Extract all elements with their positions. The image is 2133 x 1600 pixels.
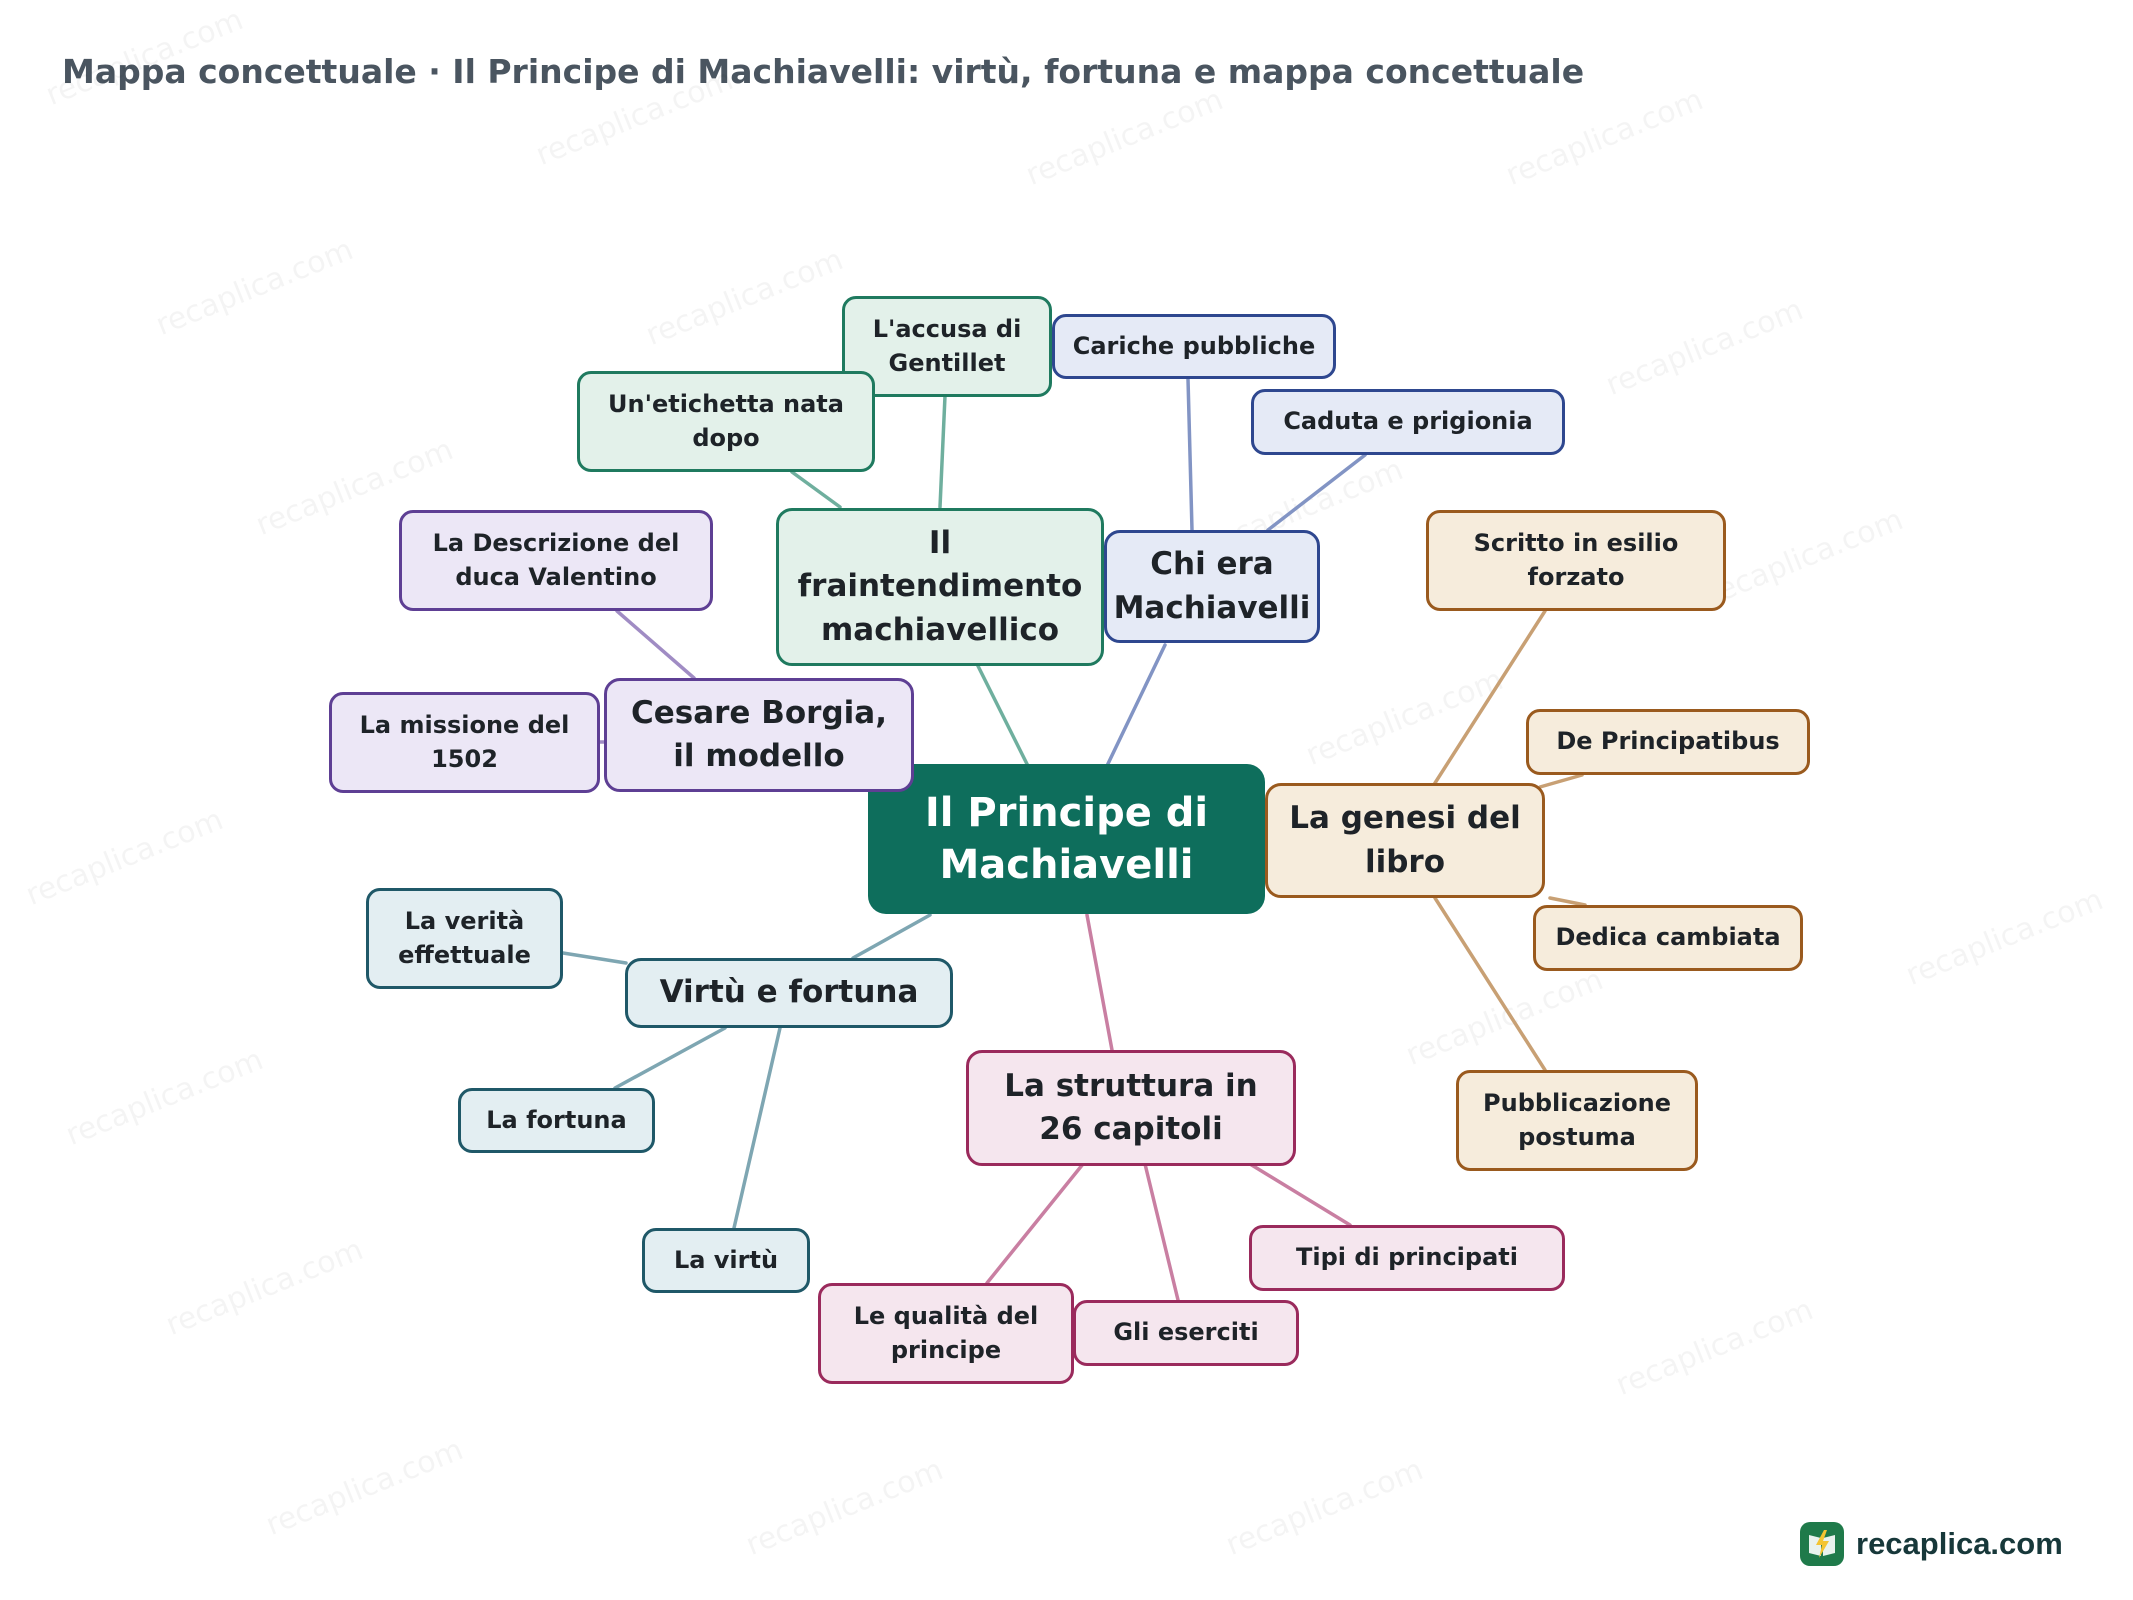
- branch-cesare-borgia: Cesare Borgia, il modello: [604, 678, 914, 792]
- leaf-accusa-gentillet: L'accusa di Gentillet: [842, 296, 1052, 397]
- link-root-chi-era: [1103, 643, 1167, 772]
- link-struttura-qualita: [985, 1162, 1085, 1285]
- link-chi-era-cariche: [1186, 377, 1194, 532]
- leaf-de-principatibus: De Principatibus: [1526, 709, 1810, 775]
- link-struttura-tipi: [1248, 1162, 1352, 1227]
- page-title: Mappa concettuale · Il Principe di Machi…: [62, 52, 1585, 91]
- link-fraintendimento-etichetta: [790, 470, 842, 509]
- leaf-pubblicazione-postuma: Pubblicazione postuma: [1456, 1070, 1698, 1171]
- link-root-struttura: [1085, 913, 1114, 1052]
- leaf-cariche-pubbliche: Cariche pubbliche: [1052, 314, 1336, 379]
- branch-chi-era-machiavelli: Chi era Machiavelli: [1104, 530, 1320, 643]
- leaf-scritto-esilio: Scritto in esilio forzato: [1426, 510, 1726, 611]
- leaf-dedica-cambiata: Dedica cambiata: [1533, 905, 1803, 971]
- leaf-descrizione-duca-valentino: La Descrizione del duca Valentino: [399, 510, 713, 611]
- branch-genesi-libro: La genesi del libro: [1265, 783, 1545, 898]
- link-cesare-descrizione: [615, 609, 696, 680]
- link-struttura-eserciti: [1143, 1162, 1180, 1302]
- root-node: Il Principe di Machiavelli: [868, 764, 1265, 914]
- branch-struttura-26-capitoli: La struttura in 26 capitoli: [966, 1050, 1296, 1166]
- link-fraintendimento-gentillet: [938, 394, 947, 509]
- link-genesi-postuma: [1433, 896, 1547, 1072]
- leaf-etichetta-nata-dopo: Un'etichetta nata dopo: [577, 371, 875, 472]
- link-genesi-dedica: [1548, 896, 1587, 907]
- lightning-book-icon: [1800, 1522, 1844, 1566]
- link-root-fraintendimento: [973, 658, 1032, 772]
- leaf-caduta-prigionia: Caduta e prigionia: [1251, 389, 1565, 455]
- link-root-virtu: [851, 913, 932, 960]
- lightning-book-glyph: [1809, 1530, 1835, 1558]
- leaf-la-fortuna: La fortuna: [458, 1088, 655, 1153]
- branch-fraintendimento: Il fraintendimento machiavellico: [776, 508, 1104, 666]
- leaf-la-virtu: La virtù: [642, 1228, 810, 1293]
- link-virtu-virtu: [732, 1026, 782, 1230]
- link-genesi-principatibus: [1538, 773, 1584, 789]
- link-virtu-verita: [561, 951, 628, 965]
- leaf-missione-1502: La missione del 1502: [329, 692, 600, 793]
- leaf-verita-effettuale: La verità effettuale: [366, 888, 563, 989]
- leaf-gli-eserciti: Gli eserciti: [1073, 1300, 1299, 1366]
- link-virtu-fortuna: [613, 1026, 727, 1090]
- brand-logo[interactable]: recaplica.com: [1800, 1520, 2063, 1568]
- branch-virtu-fortuna: Virtù e fortuna: [625, 958, 953, 1028]
- leaf-tipi-principati: Tipi di principati: [1249, 1225, 1565, 1291]
- link-chi-era-caduta: [1266, 453, 1367, 532]
- brand-name: recaplica.com: [1856, 1526, 2063, 1561]
- link-genesi-esilio: [1433, 609, 1547, 785]
- leaf-qualita-principe: Le qualità del principe: [818, 1283, 1074, 1384]
